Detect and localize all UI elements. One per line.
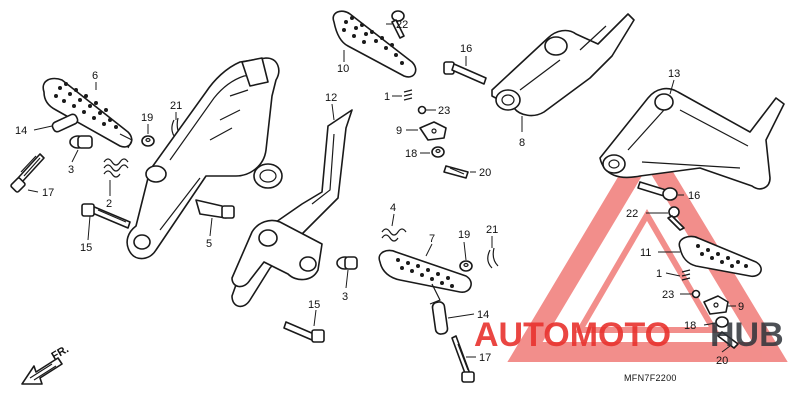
callout-1b: 1 <box>656 268 662 280</box>
spring-1-center <box>403 89 413 101</box>
footpeg-bracket-13 <box>599 87 785 190</box>
bolt-16-top <box>443 61 487 85</box>
footpeg-11 <box>678 235 762 278</box>
callout-3: 3 <box>68 164 74 176</box>
callout-3b: 3 <box>342 291 348 303</box>
footpeg-6 <box>42 77 133 149</box>
callout-2: 2 <box>106 198 112 210</box>
plate-9-right <box>703 295 729 315</box>
callout-18: 18 <box>405 148 417 160</box>
pin-22-right <box>667 206 685 231</box>
callout-1: 1 <box>384 91 390 103</box>
callout-10: 10 <box>337 63 349 75</box>
bolt-17-left <box>10 153 45 193</box>
callout-6: 6 <box>92 70 98 82</box>
callout-12: 12 <box>325 92 337 104</box>
callout-17: 17 <box>42 187 54 199</box>
callout-21: 21 <box>170 100 182 112</box>
washer-19-center <box>459 260 473 272</box>
watermark-text-grey: HUB <box>710 316 784 354</box>
callout-17b: 17 <box>479 352 491 364</box>
pivot-5 <box>195 199 235 219</box>
bolt-20-right <box>717 331 739 349</box>
watermark-wordmark: AUTOMOTO HUB <box>474 316 784 354</box>
direction-indicator: FR. <box>21 343 71 385</box>
callout-9b: 9 <box>738 301 744 313</box>
watermark-text-red: AUTOMOTO <box>474 316 671 354</box>
callout-14: 14 <box>15 125 27 137</box>
pin-14-center <box>431 301 449 335</box>
washer-18-right <box>715 316 729 328</box>
callout-4: 4 <box>390 202 396 214</box>
callout-23b: 23 <box>662 289 674 301</box>
bolt-20-center <box>443 165 469 179</box>
callout-15b: 15 <box>308 299 320 311</box>
callout-8: 8 <box>519 137 525 149</box>
spring-4 <box>381 228 407 242</box>
spring-2 <box>103 158 129 178</box>
callout-13: 13 <box>668 68 680 80</box>
collar-3-left <box>69 135 93 149</box>
bolt-16-right <box>637 181 678 201</box>
bolt-15-center <box>283 321 325 343</box>
footpeg-bracket-left <box>126 57 283 260</box>
callout-5: 5 <box>206 238 212 250</box>
callout-18b: 18 <box>684 320 696 332</box>
washer-19-left <box>141 135 155 147</box>
ball-23-right <box>691 289 701 299</box>
leader-lines <box>27 23 736 358</box>
footpeg-10 <box>332 10 417 78</box>
callout-21b: 21 <box>486 224 498 236</box>
diagram-code: MFN7F2200 <box>624 373 677 383</box>
bracket-lower-center <box>231 219 323 288</box>
callout-19b: 19 <box>458 229 470 241</box>
bolt-15-left <box>81 203 131 229</box>
callout-22: 22 <box>396 19 408 31</box>
callout-11: 11 <box>640 247 651 259</box>
pin-14-left <box>51 113 79 133</box>
collar-3-center <box>336 256 358 270</box>
footpeg-7 <box>378 249 472 305</box>
bolt-17-center <box>451 335 475 383</box>
washer-18-center <box>431 146 445 158</box>
pin-22-top <box>391 10 405 39</box>
callout-labels: 6 14 3 17 19 21 2 15 5 10 22 1 23 9 18 2… <box>15 19 744 367</box>
callout-23: 23 <box>438 105 450 117</box>
callout-7: 7 <box>429 233 435 245</box>
spring-1-right <box>681 269 691 281</box>
callout-19: 19 <box>141 112 153 124</box>
callout-15: 15 <box>80 242 92 254</box>
direction-label: FR. <box>50 343 71 362</box>
callout-20: 20 <box>479 167 491 179</box>
callout-16b: 16 <box>688 190 700 202</box>
callout-9: 9 <box>396 125 402 137</box>
callout-20b: 20 <box>716 355 728 367</box>
callout-14b: 14 <box>477 309 489 321</box>
pin-21-center <box>487 247 499 269</box>
callout-16: 16 <box>460 43 472 55</box>
ball-23-center <box>417 105 427 115</box>
callout-22b: 22 <box>626 208 638 220</box>
plate-9-center <box>419 121 447 141</box>
footpeg-bracket-8 <box>491 13 635 117</box>
